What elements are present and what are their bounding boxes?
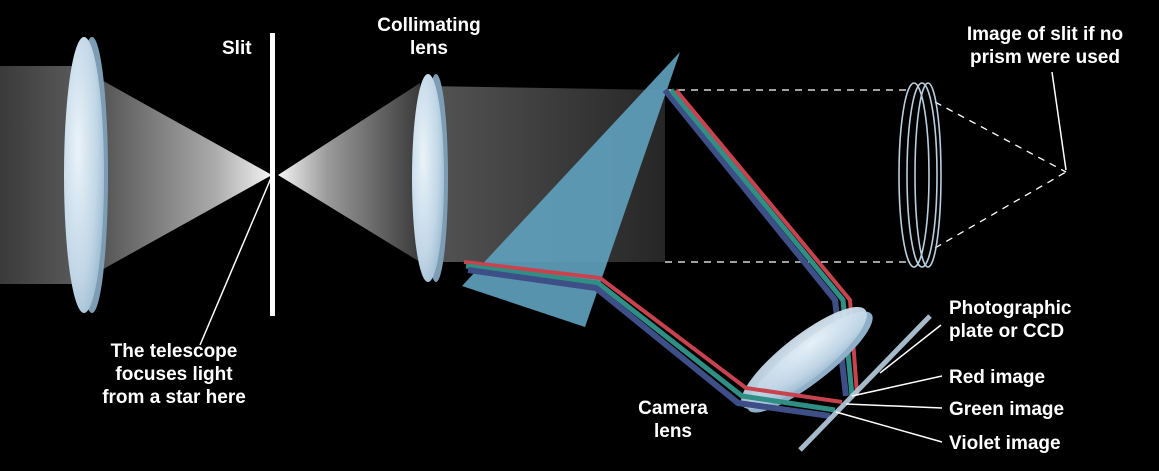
- label-leader-lines: [199, 71, 1067, 443]
- dispersed-beam-upper: [662, 88, 859, 397]
- green-image-label: Green image: [949, 399, 1065, 420]
- diverging-light-cone: [278, 83, 420, 262]
- telescope-focus-label: The telescope focuses light from a star …: [102, 341, 246, 408]
- collimating-lens-shape: [412, 74, 448, 282]
- camera-lens-shape: [741, 306, 873, 413]
- telescope-lens: [64, 37, 108, 313]
- dispersed-beam-lower: [463, 260, 843, 419]
- no-prism-dashed-lines: [665, 89, 1067, 263]
- red-image-label: Red image: [949, 367, 1046, 388]
- camera-lens-label: Camera lens: [638, 398, 708, 442]
- image-no-prism-label: Image of slit if no prism were used: [966, 24, 1124, 68]
- slit-bar: [270, 33, 275, 316]
- converging-light-cone: [80, 68, 272, 282]
- photographic-plate-label: Photographic plate or CCD: [949, 298, 1072, 342]
- photographic-plate-shape: [798, 314, 932, 452]
- collimating-lens-label: Collimating lens: [377, 15, 481, 59]
- prism: [462, 52, 680, 327]
- no-prism-lens-outline: [898, 82, 942, 268]
- violet-image-label: Violet image: [949, 433, 1061, 454]
- slit-label: Slit: [222, 38, 252, 59]
